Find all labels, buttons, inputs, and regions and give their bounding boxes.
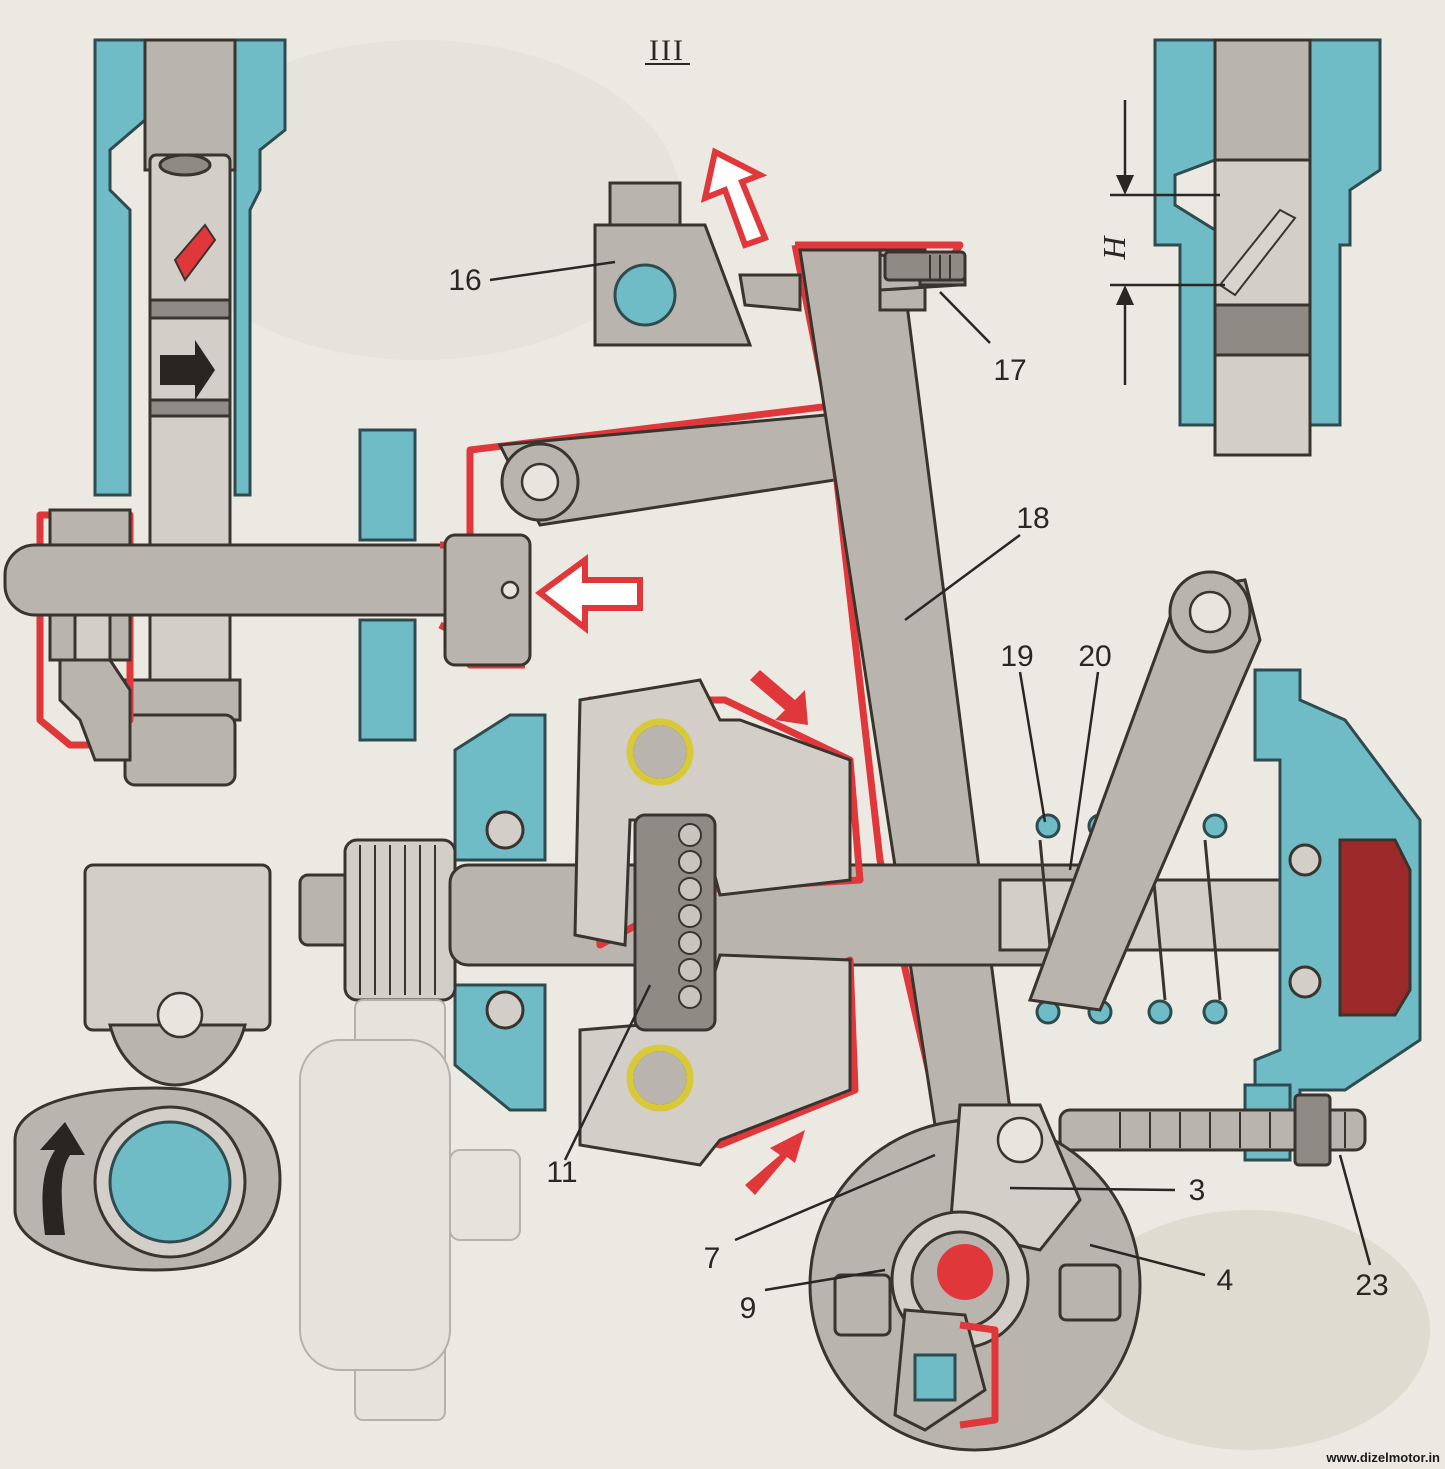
section-mark: III	[649, 34, 685, 67]
control-rod	[3, 396, 881, 742]
callout-3: 3	[1189, 1174, 1206, 1207]
callout-16: 16	[448, 264, 481, 297]
callout-11: 11	[546, 1156, 577, 1189]
leader-9	[764, 1268, 886, 1292]
leader-23	[1338, 1154, 1372, 1266]
callout-19: 19	[1000, 640, 1033, 673]
dimension-h-label: H	[1096, 235, 1132, 261]
leader-16	[489, 260, 616, 282]
cam-and-follower	[13, 863, 282, 1272]
open-arrow-icon	[700, 147, 769, 249]
leader-11	[563, 984, 652, 1161]
callout-18: 18	[1016, 502, 1049, 535]
leader-18	[904, 533, 1021, 622]
rotation-arrow-icon	[745, 1130, 805, 1195]
right-housing	[1027, 570, 1422, 1162]
plunger-detail-section	[1110, 38, 1382, 457]
leader-20	[1068, 671, 1100, 871]
leader-17	[939, 291, 991, 344]
timing-gear	[299, 999, 521, 1421]
callout-4: 4	[1217, 1264, 1234, 1297]
watermark: www.dizelmotor.in	[1325, 1450, 1440, 1465]
leader-3	[1009, 1186, 1176, 1192]
adjusting-screw-23	[1058, 1093, 1367, 1167]
callout-7: 7	[704, 1242, 721, 1275]
leader-19	[1018, 671, 1047, 823]
pump-plunger-section	[93, 38, 287, 787]
leader-4	[1089, 1243, 1206, 1277]
rotation-arrow-icon	[750, 670, 808, 725]
control-disc	[808, 1103, 1142, 1452]
callout-20: 20	[1078, 640, 1111, 673]
callout-17: 17	[993, 354, 1026, 387]
adjustment-screw-17	[883, 250, 967, 282]
open-arrow-icon	[535, 554, 643, 635]
rotation-arrow-icon	[40, 1122, 85, 1235]
stop-block	[593, 181, 753, 347]
callout-9: 9	[740, 1292, 757, 1325]
leader-7	[734, 1153, 936, 1242]
callout-23: 23	[1355, 1269, 1388, 1302]
direction-arrow-icon	[160, 340, 215, 400]
